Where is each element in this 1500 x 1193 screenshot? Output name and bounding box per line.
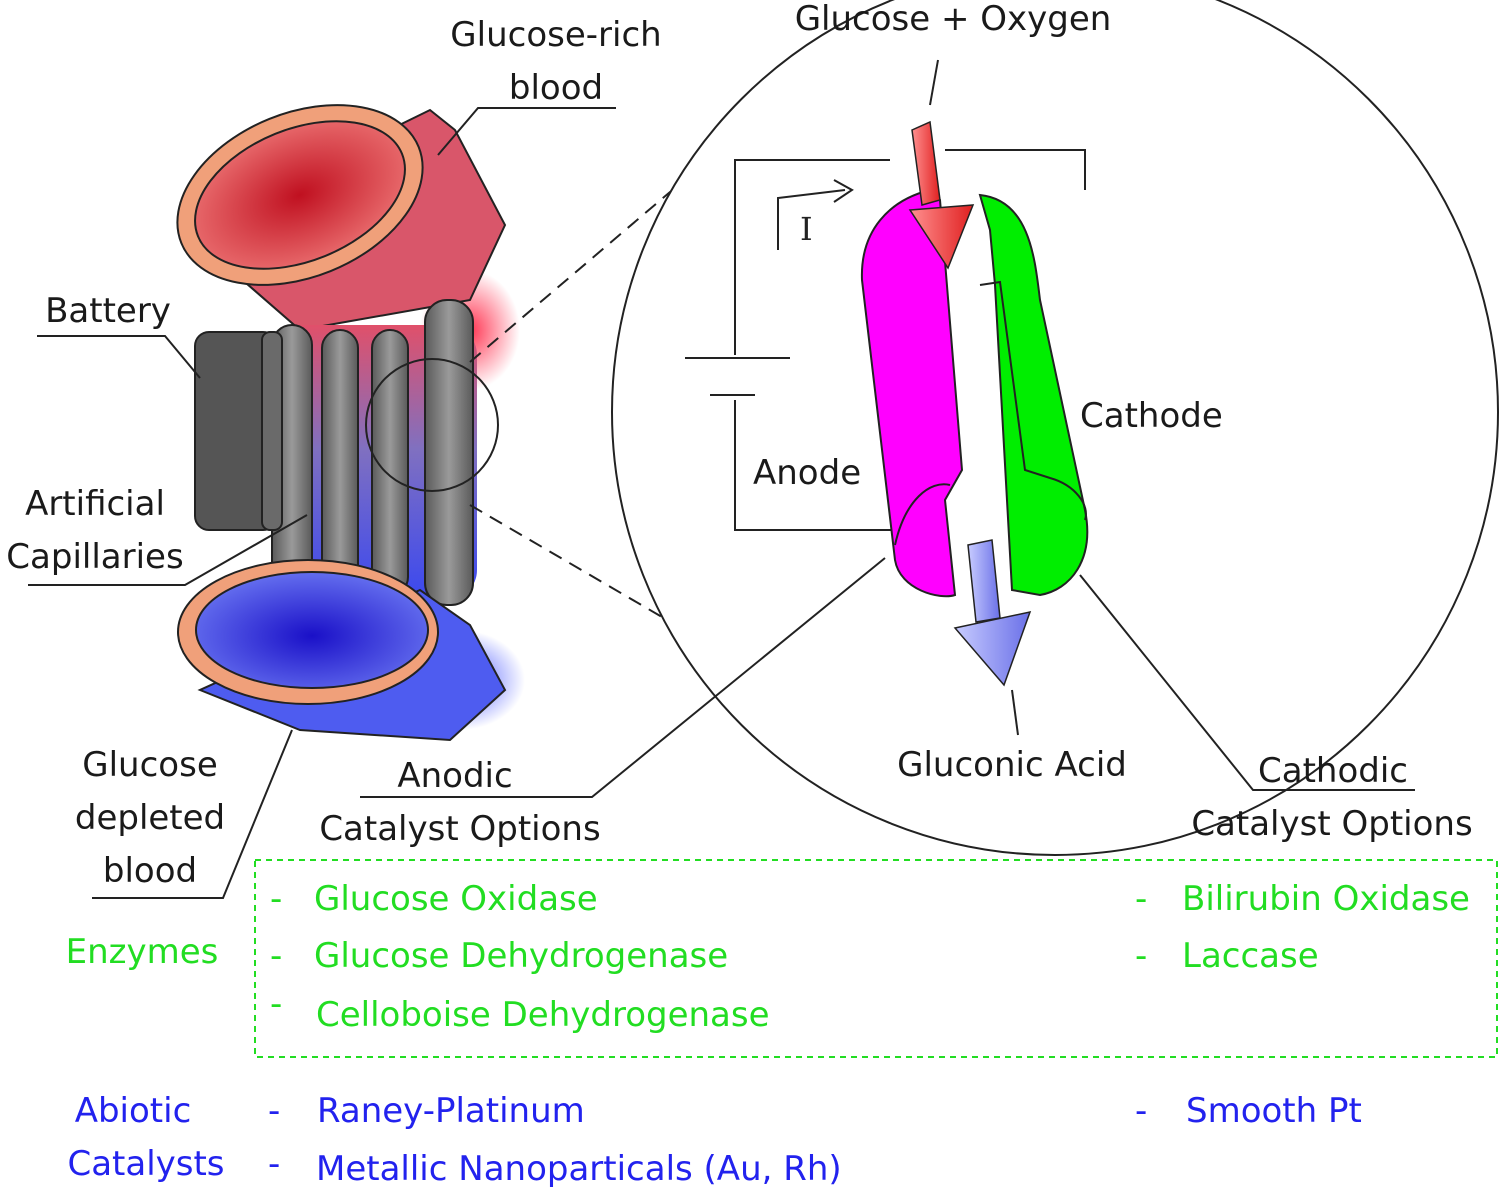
bullet: - <box>270 936 282 976</box>
blue-vessel-opening <box>177 559 439 705</box>
gluconic-acid-arrow <box>953 539 1032 736</box>
abiotic-anodic-item: Raney-Platinum <box>317 1091 585 1131</box>
anodic-label-line2: Catalyst Options <box>319 809 600 849</box>
cathodic-label-line1: Cathodic <box>1258 751 1408 791</box>
current-label: I <box>800 210 813 248</box>
glucose-rich-label-line2: blood <box>509 68 603 108</box>
bullet: - <box>270 984 282 1024</box>
anodic-label-line1: Anodic <box>397 756 512 796</box>
abiotic-anodic-item: Metallic Nanoparticals (Au, Rh) <box>316 1149 842 1189</box>
abiotic-heading-line1: Abiotic <box>75 1091 192 1131</box>
depleted-blood-label-line2: depleted <box>75 798 225 838</box>
artificial-capillaries-label-line1: Artificial <box>25 484 165 524</box>
enzymes-heading: Enzymes <box>66 932 219 972</box>
leader-lines <box>28 107 1415 899</box>
depleted-blood-label-line1: Glucose <box>82 745 217 785</box>
enzyme-cathodic-item: Bilirubin Oxidase <box>1182 879 1470 919</box>
abiotic-cathodic-item: Smooth Pt <box>1186 1091 1362 1131</box>
fuel-cell-zoom: I Anode Cathode <box>611 0 1499 856</box>
red-vessel-opening <box>176 104 424 286</box>
glucose-oxygen-label: Glucose + Oxygen <box>795 0 1112 39</box>
zoom-circle-small <box>365 358 499 492</box>
glucose-oxygen-arrow <box>908 59 975 270</box>
current-arrow <box>777 189 846 250</box>
bullet: - <box>268 1144 280 1184</box>
bullet: - <box>1135 936 1147 976</box>
bullet: - <box>268 1091 280 1131</box>
cathode-label: Cathode <box>1080 396 1223 436</box>
artificial-capillaries-label-line2: Capillaries <box>6 537 183 577</box>
zoom-line-top <box>469 174 691 363</box>
bullet: - <box>1135 879 1147 919</box>
glucose-rich-label-line1: Glucose-rich <box>450 15 661 55</box>
enzyme-anodic-item: Glucose Oxidase <box>314 879 598 919</box>
enzyme-cathodic-item: Laccase <box>1182 936 1319 976</box>
enzyme-anodic-item: Glucose Dehydrogenase <box>314 936 728 976</box>
depleted-blood-label-line3: blood <box>103 851 197 891</box>
blood-vessel-illustration <box>176 104 525 742</box>
cathodic-label-line2: Catalyst Options <box>1191 804 1472 844</box>
anode-label: Anode <box>753 453 861 493</box>
bullet: - <box>1135 1091 1147 1131</box>
enzyme-anodic-item: Celloboise Dehydrogenase <box>316 995 770 1035</box>
cathode-electrode <box>978 193 1089 597</box>
anode-electrode <box>860 188 964 598</box>
battery-label: Battery <box>45 291 171 331</box>
bullet: - <box>270 879 282 919</box>
enzymes-box <box>254 859 1498 1058</box>
abiotic-heading-line2: Catalysts <box>67 1144 224 1184</box>
capillary-strips <box>271 299 474 606</box>
gluconic-acid-label: Gluconic Acid <box>897 745 1127 785</box>
